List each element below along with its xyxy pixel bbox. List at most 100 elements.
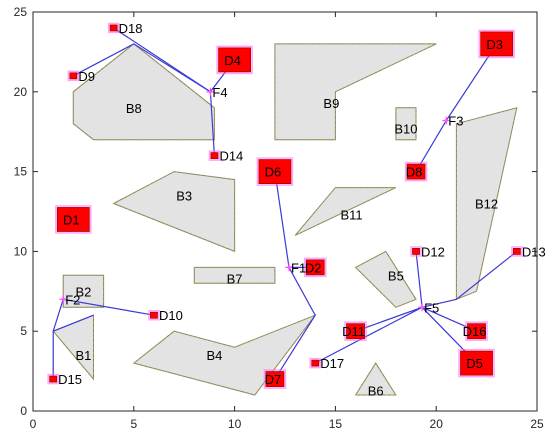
- depot-marker-d14: [210, 152, 219, 160]
- obstacle-label-b11: B11: [340, 208, 362, 223]
- depot-glow: [303, 257, 327, 278]
- depot-label-d7: D7: [265, 372, 282, 387]
- depot-glow: [410, 246, 422, 257]
- y-tick-label: 10: [14, 244, 28, 258]
- obstacle-label-b3: B3: [176, 189, 192, 204]
- depot-label-d6: D6: [265, 165, 282, 180]
- depot-label-d11: D11: [342, 324, 365, 339]
- facility-marker-f3: [444, 118, 448, 123]
- obstacle-label-b7: B7: [227, 272, 243, 287]
- depot-marker-d8: [406, 163, 426, 180]
- obstacle-b12: [455, 107, 518, 301]
- obstacle-edge-b4: [132, 314, 317, 396]
- route-line: [52, 314, 94, 332]
- depot-glow: [478, 29, 515, 59]
- depot-label-d16: D16: [463, 324, 487, 339]
- obstacle-edge-b6: [354, 362, 397, 396]
- facility-label-f1: F1: [291, 260, 306, 275]
- obstacle-edge-b3: [112, 171, 236, 253]
- obstacles-layer: [52, 43, 518, 396]
- y-tick-label: 5: [20, 324, 27, 338]
- depot-glow: [404, 161, 428, 182]
- depot-glow: [344, 321, 367, 341]
- depot-glow: [148, 309, 160, 321]
- depot-marker-d13: [512, 247, 521, 255]
- depot-glow: [67, 70, 80, 82]
- depot-glow: [511, 246, 523, 257]
- facility-marker-f2: [61, 297, 65, 301]
- obstacle-label-b8: B8: [126, 101, 142, 116]
- depot-label-d1: D1: [63, 212, 80, 227]
- x-tick-label: 0: [30, 417, 37, 431]
- obstacle-edge-b7: [193, 266, 276, 284]
- depot-marker-d6: [258, 159, 292, 185]
- depot-label-d4: D4: [224, 53, 241, 68]
- y-tick-label: 15: [14, 165, 28, 179]
- obstacle-b4: [132, 314, 317, 396]
- facility-label-f3: F3: [448, 114, 463, 129]
- y-tick-label: 20: [14, 85, 28, 99]
- facility-marker-f1: [287, 265, 291, 269]
- obstacle-edge-b11: [294, 187, 397, 236]
- obstacle-label-b4: B4: [206, 348, 222, 363]
- depot-label-d18: D18: [119, 21, 143, 36]
- route-line: [52, 298, 155, 380]
- depot-marker-d5: [460, 350, 493, 376]
- x-tick-label: 25: [530, 417, 544, 431]
- depot-marker-d10: [150, 311, 158, 319]
- facilities-layer: [59, 87, 451, 312]
- depot-label-d3: D3: [486, 37, 503, 52]
- depot-marker-d18: [109, 24, 118, 32]
- depot-marker-d2: [305, 259, 325, 276]
- depot-glow: [107, 22, 120, 34]
- depot-glow: [47, 373, 59, 385]
- depot-marker-d4: [218, 47, 252, 73]
- obstacle-edge-b2: [62, 274, 105, 308]
- depot-label-d2: D2: [305, 260, 322, 275]
- depot-marker-d17: [311, 359, 320, 367]
- x-tick-label: 15: [329, 417, 343, 431]
- depot-marker-d9: [69, 72, 78, 80]
- depot-label-d17: D17: [320, 356, 344, 371]
- obstacle-label-b6: B6: [368, 383, 384, 398]
- route-line: [73, 43, 215, 156]
- facility-marker-f4: [208, 90, 213, 94]
- depot-label-d9: D9: [78, 69, 95, 84]
- x-tick-label: 5: [130, 417, 137, 431]
- obstacle-edge-b9: [274, 43, 437, 141]
- depot-glow: [263, 369, 287, 389]
- facility-marker-f5: [420, 305, 424, 309]
- depot-marker-d12: [412, 247, 420, 255]
- obstacle-label-b1: B1: [75, 348, 91, 363]
- depot-marker-d3: [480, 31, 514, 57]
- obstacle-label-b5: B5: [388, 268, 404, 283]
- facility-label-f4: F4: [212, 85, 227, 100]
- depot-glow: [465, 321, 488, 341]
- obstacle-label-b12: B12: [475, 197, 498, 212]
- depot-glow: [216, 45, 253, 75]
- obstacle-b8: [72, 43, 215, 141]
- depot-glow: [309, 357, 321, 369]
- depot-glow: [55, 205, 92, 234]
- obstacle-b3: [112, 171, 236, 253]
- depot-label-d5: D5: [466, 356, 483, 371]
- obstacle-edge-b5: [354, 250, 417, 308]
- route-line: [274, 171, 316, 380]
- depot-glow: [256, 157, 294, 186]
- obstacle-b5: [354, 250, 417, 308]
- depot-marker-d15: [49, 375, 58, 383]
- depot-glow: [458, 348, 495, 378]
- depots-layer: [47, 22, 523, 389]
- depot-label-d14: D14: [219, 149, 243, 164]
- obstacle-edge-b10: [395, 107, 417, 141]
- route-line: [421, 250, 518, 308]
- facility-label-f5: F5: [424, 300, 439, 315]
- route-line: [314, 306, 477, 364]
- y-tick-label: 0: [20, 404, 27, 418]
- obstacle-label-b10: B10: [394, 122, 417, 137]
- x-tick-label: 20: [430, 417, 444, 431]
